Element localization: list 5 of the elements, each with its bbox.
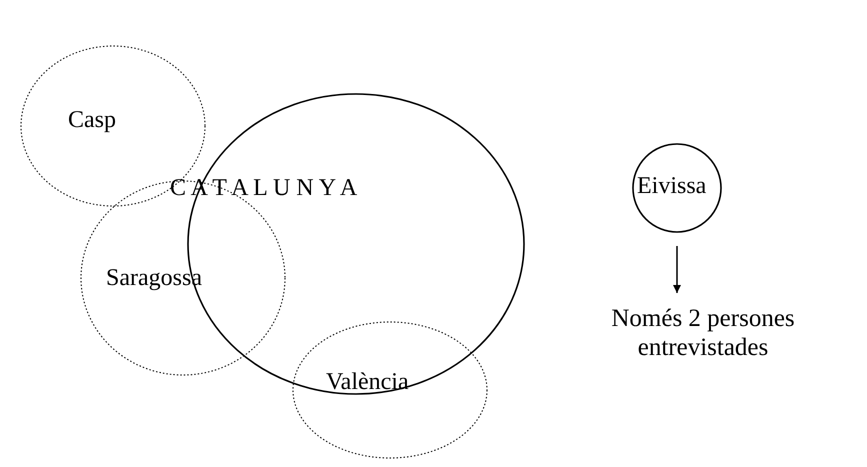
- place-label: València: [326, 369, 409, 397]
- place-label: Casp: [68, 107, 116, 135]
- note-text: Només 2 persones entrevistades: [610, 305, 796, 362]
- place-label: Eivissa: [637, 173, 706, 201]
- arrow: [673, 246, 681, 293]
